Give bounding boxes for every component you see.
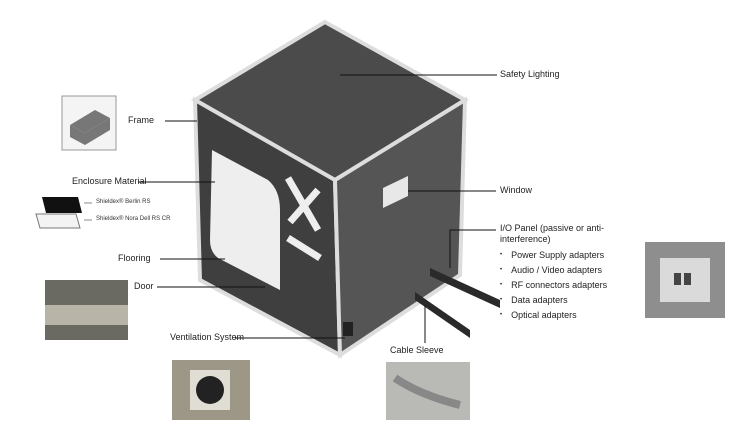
label-safety-lighting: Safety Lighting: [500, 69, 560, 79]
label-cable-sleeve: Cable Sleeve: [390, 345, 444, 355]
io-item: Audio / Video adapters: [500, 263, 607, 278]
right-face: [332, 96, 468, 359]
io-item: Optical adapters: [500, 308, 607, 323]
window: [383, 176, 408, 208]
io-item: Data adapters: [500, 293, 607, 308]
logo-x: [284, 176, 322, 261]
label-window: Window: [500, 185, 533, 195]
leader-lines: [84, 74, 497, 343]
io-item: Power Supply adapters: [500, 248, 607, 263]
label-material-white: Shieldex® Nora Dell RS CR: [96, 216, 171, 222]
label-enclosure-material: Enclosure Material: [72, 176, 147, 186]
io-item: RF connectors adapters: [500, 278, 607, 293]
ventilation-unit: [343, 322, 353, 336]
label-frame: Frame: [128, 115, 155, 125]
white-material-swatch: [35, 213, 81, 229]
fan-icon: [196, 376, 224, 404]
door-opening: [210, 150, 280, 290]
label-door: Door: [134, 281, 154, 291]
io-connectors: [674, 273, 691, 285]
label-material-black: Shieldex® Berlin RS: [96, 199, 151, 205]
aluminum-profile-icon: [70, 110, 110, 145]
label-ventilation: Ventilation System: [170, 332, 245, 342]
black-material-swatch: [42, 197, 82, 213]
io-adapter-list: Power Supply adapters Audio / Video adap…: [500, 248, 607, 322]
cable-sleeves: [415, 268, 500, 338]
label-io-panel: I/O Panel (passive or anti-interference): [500, 223, 605, 244]
label-flooring: Flooring: [118, 253, 151, 263]
